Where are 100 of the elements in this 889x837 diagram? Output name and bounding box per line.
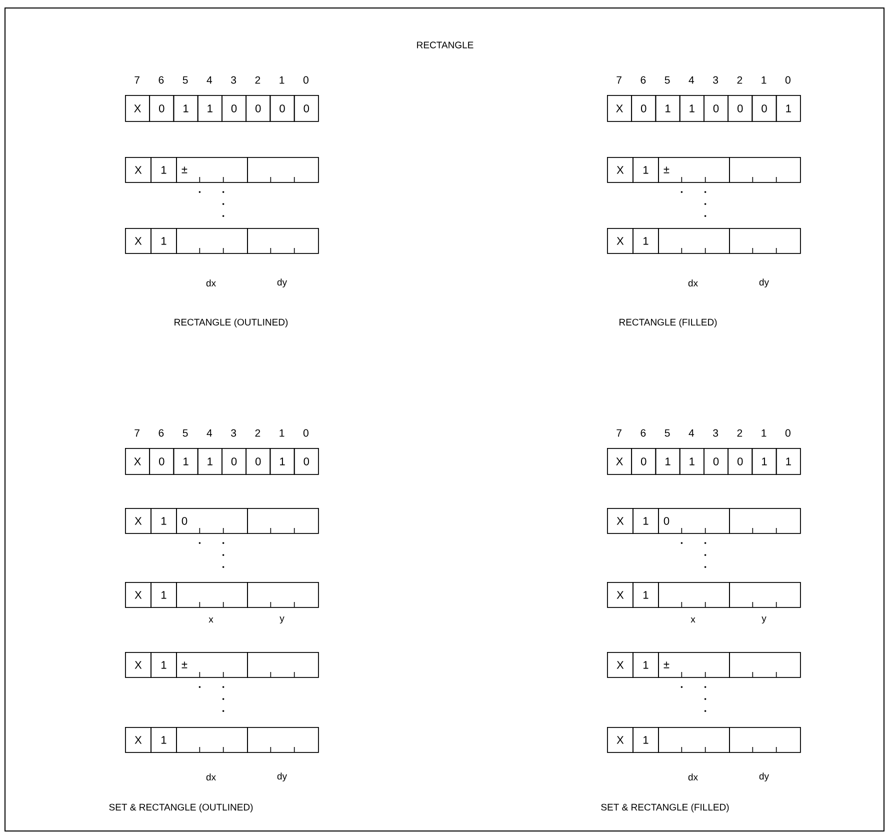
bit-number: 2 — [255, 429, 260, 437]
bit-field — [729, 157, 801, 183]
bit-number: 5 — [664, 76, 670, 84]
bit-field — [247, 582, 319, 608]
bit-field — [729, 228, 801, 254]
field-label: dx — [206, 774, 216, 780]
bit-cell: 0 — [270, 95, 295, 122]
bit-number: 1 — [280, 429, 284, 437]
bit-cell: X — [125, 727, 152, 753]
bit-cell: 0 — [294, 448, 319, 475]
bit-number: 3 — [713, 76, 718, 84]
bit-cell: 1 — [632, 652, 659, 678]
bit-cell: 1 — [150, 157, 177, 183]
bit-cell: 1 — [150, 508, 177, 534]
field-label: dx — [688, 774, 698, 780]
field-label: dy — [277, 772, 287, 782]
bit-number: 0 — [303, 76, 308, 84]
bit-number: 5 — [182, 429, 188, 437]
bit-cell: 0 — [246, 95, 271, 122]
bit-cell: X — [607, 652, 634, 678]
bit-field — [247, 228, 319, 254]
bit-cell: 1 — [197, 448, 222, 475]
bit-cell: 1 — [776, 95, 801, 122]
bit-number: 3 — [231, 76, 236, 84]
bit-cell: X — [125, 157, 152, 183]
bit-cell: 1 — [150, 652, 177, 678]
bit-cell: X — [607, 508, 634, 534]
bit-cell: X — [607, 157, 634, 183]
bit-cell: 1 — [655, 448, 680, 475]
bit-number: 7 — [616, 76, 622, 84]
bit-number: 2 — [255, 76, 260, 84]
bit-number: 1 — [762, 76, 766, 84]
bit-number: 0 — [785, 76, 790, 84]
bit-number: 6 — [158, 76, 164, 84]
caption: SET & RECTANGLE (OUTLINED) — [109, 804, 253, 812]
bit-number: 5 — [182, 76, 188, 84]
bit-cell: 1 — [752, 448, 777, 475]
bit-cell: 1 — [632, 157, 659, 183]
field-label: dy — [759, 278, 769, 288]
field-label: x — [208, 617, 214, 622]
bit-cell: X — [125, 582, 152, 608]
bit-number: 0 — [785, 429, 790, 437]
caption: SET & RECTANGLE (FILLED) — [601, 804, 729, 812]
bit-cell: 1 — [150, 228, 177, 254]
bit-cell: 0 — [704, 448, 729, 475]
bit-cell: 1 — [173, 95, 198, 122]
bit-cell: X — [607, 727, 634, 753]
bit-cell: 0 — [728, 448, 753, 475]
bit-number: 5 — [664, 429, 670, 437]
bit-cell: 1 — [632, 228, 659, 254]
field-label: dx — [688, 280, 698, 286]
bit-cell: X — [125, 95, 150, 122]
bit-cell: 0 — [704, 95, 729, 122]
bit-cell: 0 — [294, 95, 319, 122]
bit-field — [729, 727, 801, 753]
bit-field — [729, 582, 801, 608]
bit-field — [729, 652, 801, 678]
bit-number: 4 — [206, 429, 212, 437]
bit-cell: 1 — [679, 95, 704, 122]
field-label: dy — [277, 278, 287, 288]
bit-cell: 0 — [728, 95, 753, 122]
bit-field — [247, 652, 319, 678]
bit-cell: 0 — [222, 448, 247, 475]
bit-cell: X — [607, 582, 634, 608]
bit-number: 4 — [206, 76, 212, 84]
field-label: dx — [206, 280, 216, 286]
bit-cell: X — [125, 652, 152, 678]
bit-cell: 1 — [632, 727, 659, 753]
bit-number: 3 — [231, 429, 236, 437]
bit-cell: 1 — [632, 508, 659, 534]
bit-number: 6 — [640, 76, 646, 84]
bit-number: 2 — [737, 429, 742, 437]
caption: RECTANGLE (FILLED) — [620, 318, 717, 328]
field-label: x — [690, 617, 696, 622]
bit-cell: 1 — [150, 582, 177, 608]
field-label: y — [280, 616, 284, 624]
bit-cell: 1 — [270, 448, 295, 475]
bit-number: 3 — [713, 429, 718, 437]
bit-cell: 1 — [679, 448, 704, 475]
bit-field: ± — [176, 652, 248, 678]
bit-cell: X — [607, 95, 632, 122]
bit-number: 6 — [158, 429, 164, 437]
bit-number: 4 — [688, 429, 694, 437]
bit-number: 0 — [303, 429, 308, 437]
bit-number: 2 — [737, 76, 742, 84]
bit-cell: 0 — [631, 95, 656, 122]
bit-cell: 0 — [149, 95, 174, 122]
title: RECTANGLE — [417, 42, 474, 48]
bit-cell: X — [125, 508, 152, 534]
bit-field: 0 — [658, 508, 730, 534]
bit-number: 7 — [134, 429, 140, 437]
field-label: dy — [759, 772, 769, 782]
bit-cell: X — [125, 228, 152, 254]
bit-field — [658, 582, 730, 608]
bit-cell: 0 — [149, 448, 174, 475]
bit-number: 1 — [280, 76, 284, 84]
bit-cell: X — [125, 448, 150, 475]
bit-number: 4 — [688, 76, 694, 84]
bit-cell: 1 — [173, 448, 198, 475]
bit-field — [658, 228, 730, 254]
